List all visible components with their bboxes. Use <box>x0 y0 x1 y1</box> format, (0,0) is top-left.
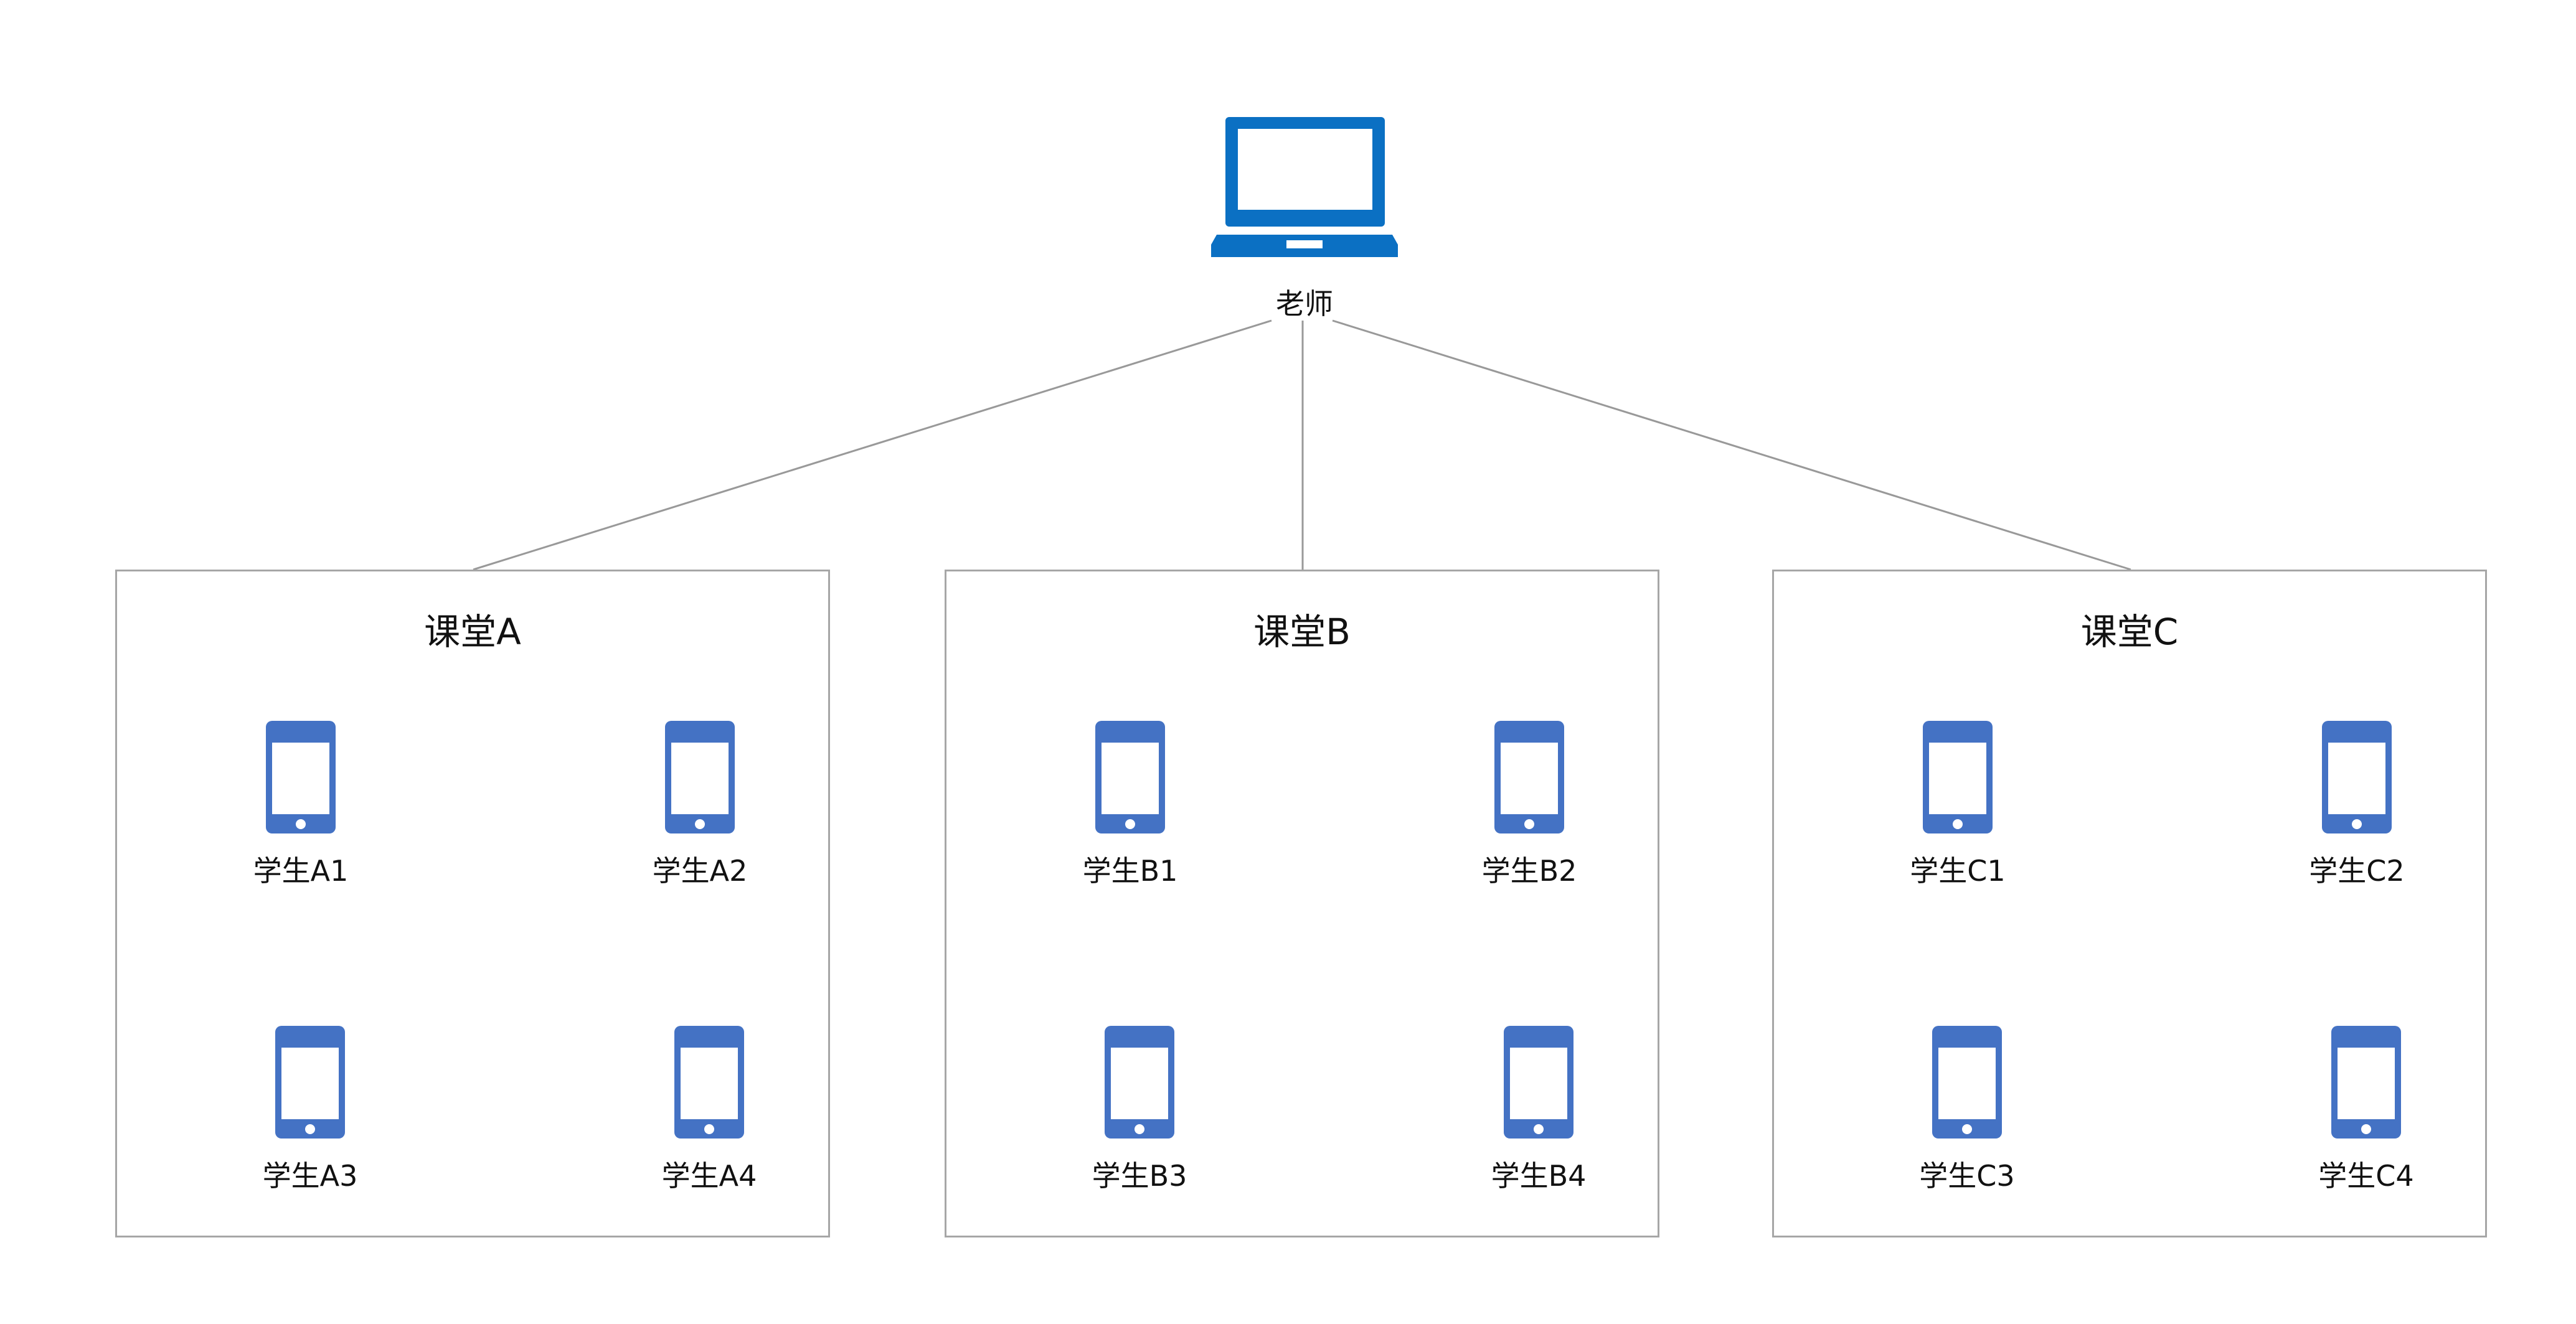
classroom-title: 课堂C <box>2080 611 2179 653</box>
phone-icon <box>665 721 735 833</box>
student-label: 学生C1 <box>1910 854 2006 888</box>
student-node: 学生B1 <box>1049 720 1211 890</box>
student-node: 学生B3 <box>1059 1025 1220 1195</box>
phone-icon <box>1105 1026 1174 1139</box>
student-node: 学生B2 <box>1448 720 1610 890</box>
classroom-title: 课堂A <box>424 611 521 653</box>
student-node: 学生A1 <box>220 720 382 890</box>
phone-icon <box>1932 1026 2002 1139</box>
student-label: 学生A2 <box>652 854 748 888</box>
phone-icon <box>2331 1026 2401 1139</box>
teacher-node <box>1208 115 1401 277</box>
student-node: 学生C1 <box>1877 720 2039 890</box>
phone-icon <box>266 721 336 833</box>
student-label: 学生B1 <box>1082 854 1178 888</box>
student-label: 学生A4 <box>661 1159 757 1193</box>
student-label: 学生A3 <box>262 1159 358 1193</box>
phone-icon <box>1504 1026 1573 1139</box>
student-label: 学生B4 <box>1491 1159 1587 1193</box>
classroom-b: 课堂B 学生B1 学生B2 学生B3 学生B4 <box>945 570 1659 1237</box>
phone-icon <box>275 1026 345 1139</box>
classroom-title: 课堂B <box>1253 611 1351 653</box>
student-node: 学生A4 <box>628 1025 790 1195</box>
student-node: 学生A3 <box>229 1025 391 1195</box>
student-node: 学生C2 <box>2276 720 2438 890</box>
student-label: 学生C2 <box>2309 854 2405 888</box>
phone-icon <box>1095 721 1165 833</box>
laptop-icon <box>1211 117 1398 257</box>
student-node: 学生B4 <box>1458 1025 1620 1195</box>
phone-icon <box>1923 721 1993 833</box>
student-label: 学生A1 <box>253 854 349 888</box>
phone-icon <box>2322 721 2392 833</box>
student-node: 学生C4 <box>2285 1025 2447 1195</box>
student-node: 学生A2 <box>619 720 781 890</box>
classroom-c: 课堂C 学生C1 学生C2 学生C3 学生C4 <box>1772 570 2487 1237</box>
student-node: 学生C3 <box>1886 1025 2048 1195</box>
student-label: 学生B2 <box>1481 854 1577 888</box>
connector-line-a <box>473 319 1272 571</box>
teacher-label: 老师 <box>1276 287 1333 321</box>
classroom-a: 课堂A 学生A1 学生A2 学生A3 学生A4 <box>115 570 830 1237</box>
connector-line-c <box>1332 319 2131 571</box>
student-label: 学生C3 <box>1919 1159 2015 1193</box>
student-label: 学生B3 <box>1092 1159 1187 1193</box>
phone-icon <box>674 1026 744 1139</box>
student-label: 学生C4 <box>2318 1159 2414 1193</box>
phone-icon <box>1494 721 1564 833</box>
